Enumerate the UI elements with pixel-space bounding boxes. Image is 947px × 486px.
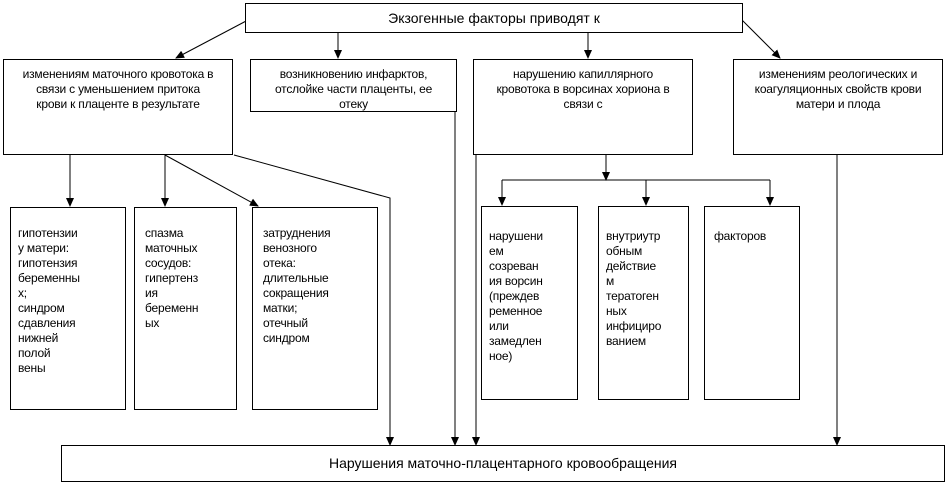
level2-left-text-2: спазма маточных сосудов: гипертенз ия бе… xyxy=(145,226,199,330)
top-box-text: Экзогенные факторы приводят к xyxy=(388,10,600,26)
top-box: Экзогенные факторы приводят к xyxy=(245,3,743,33)
level2-left-box-3: затруднения венозного отека: длительные … xyxy=(252,207,378,410)
level2-left-text-1: гипотензии у матери: гипотензия беременн… xyxy=(18,226,80,375)
level1-text-3: нарушению капиллярного кровотока в ворси… xyxy=(496,67,670,111)
level2-left-box-1: гипотензии у матери: гипотензия беременн… xyxy=(10,207,126,410)
level2-left-text-3: затруднения венозного отека: длительные … xyxy=(263,226,331,345)
level1-text-2: возникновению инфарктов, отслойке части … xyxy=(274,67,433,111)
level1-text-1: изменениям маточного кровотока в связи с… xyxy=(22,67,214,111)
level2-right-text-1: нарушени ем созреван ия ворсин (преждев … xyxy=(489,229,543,363)
level2-right-box-2: внутриутр обным действие м тератоген ных… xyxy=(598,206,689,400)
level2-right-box-3: факторов xyxy=(704,206,800,400)
bottom-box-text: Нарушения маточно-плацентарного кровообр… xyxy=(328,455,678,471)
level1-box-4: изменениям реологических и коагуляционны… xyxy=(733,59,943,155)
level2-right-text-2: внутриутр обным действие м тератоген ных… xyxy=(606,229,662,348)
level1-box-3: нарушению капиллярного кровотока в ворси… xyxy=(473,59,693,155)
bottom-box: Нарушения маточно-плацентарного кровообр… xyxy=(61,445,945,482)
level1-text-4: изменениям реологических и коагуляционны… xyxy=(754,67,922,111)
level1-box-1: изменениям маточного кровотока в связи с… xyxy=(3,59,233,155)
level2-left-box-2: спазма маточных сосудов: гипертенз ия бе… xyxy=(134,207,237,410)
level1-box-2: возникновению инфарктов, отслойке части … xyxy=(250,59,457,112)
level2-right-text-3: факторов xyxy=(714,229,767,243)
level2-right-box-1: нарушени ем созреван ия ворсин (преждев … xyxy=(481,206,578,400)
